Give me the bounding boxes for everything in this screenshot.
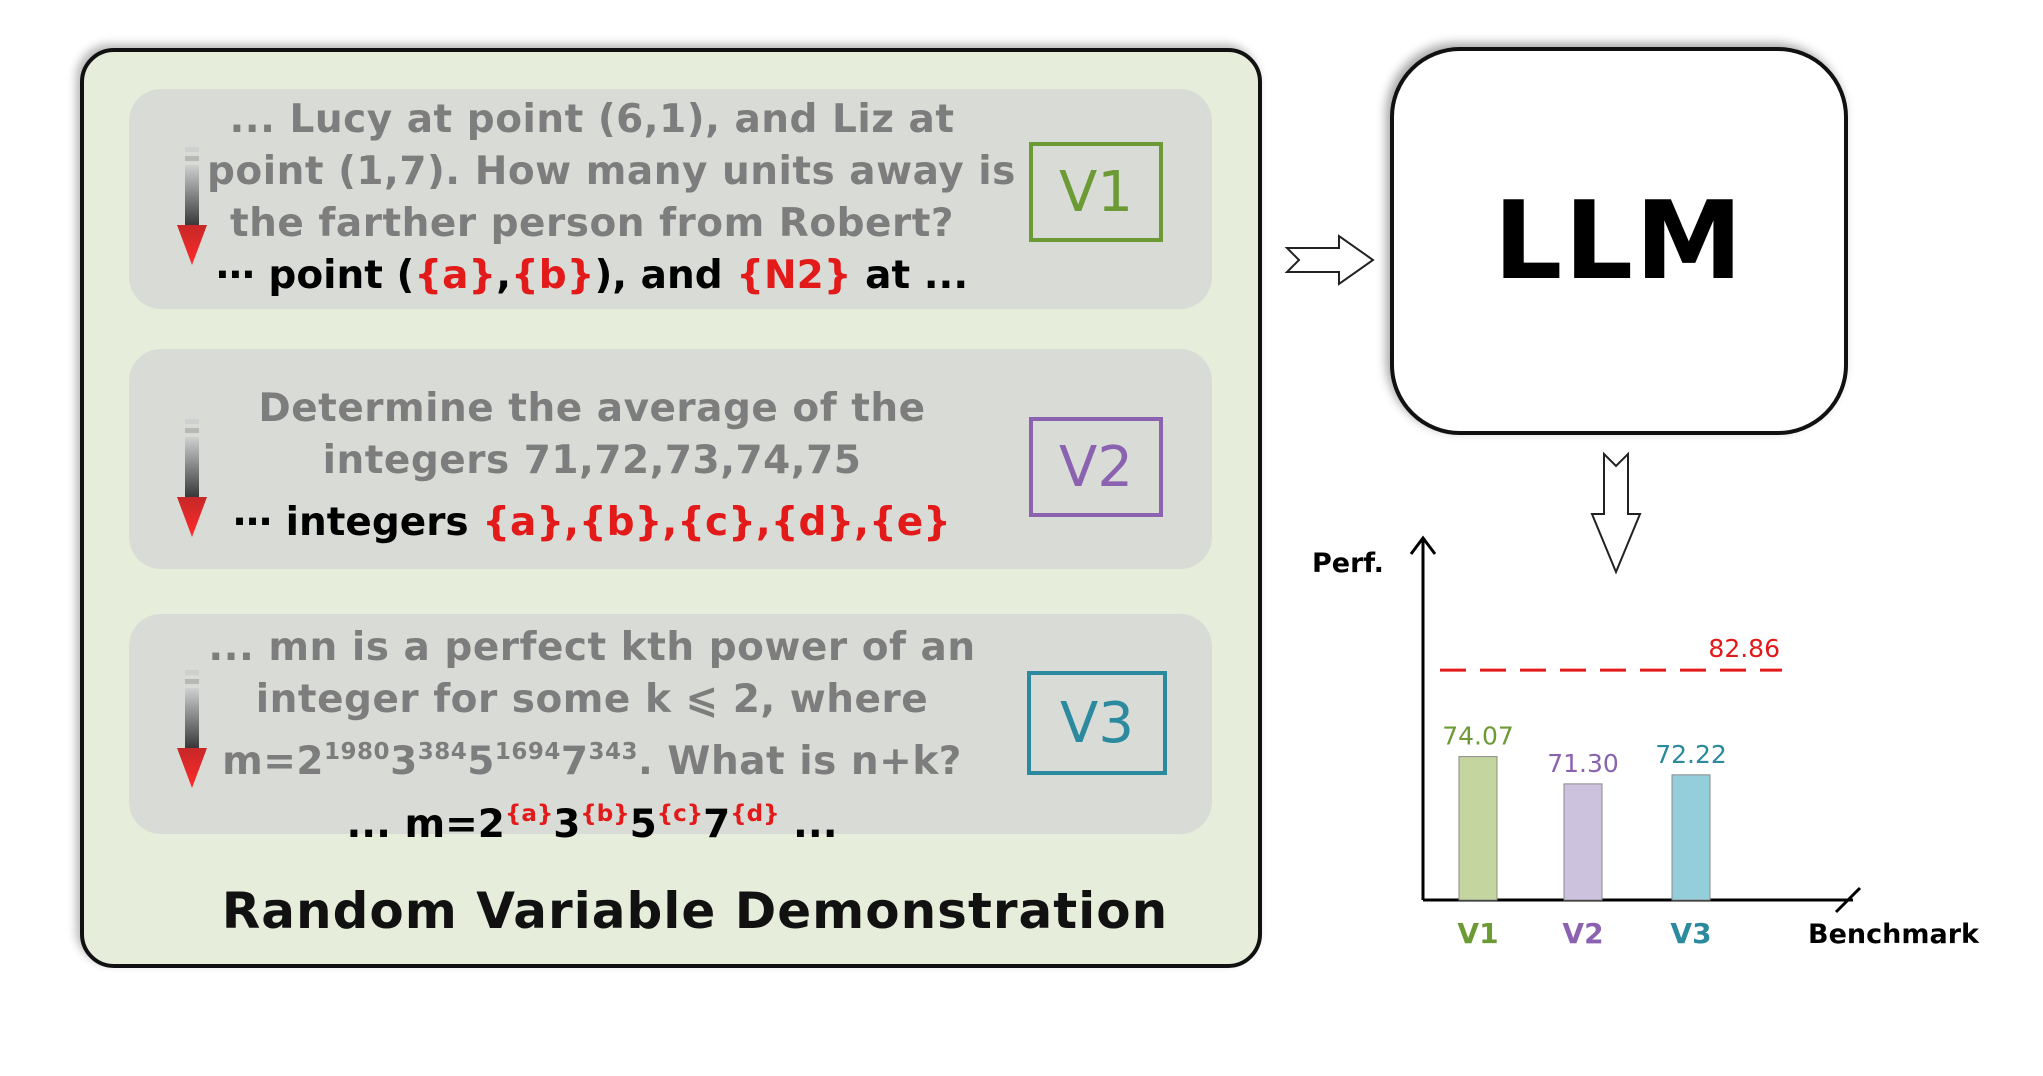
variable-b: {b} xyxy=(511,253,595,298)
math-text: m=2 xyxy=(222,739,325,784)
llm-box: LLM xyxy=(1390,47,1848,435)
template-text: 7 xyxy=(703,802,731,847)
original-question-line: Determine the average of the xyxy=(258,386,926,431)
exponent: 343 xyxy=(588,739,639,765)
right-arrow-icon xyxy=(1284,234,1375,286)
template-text: , xyxy=(662,500,678,545)
bar-v2 xyxy=(1563,783,1603,901)
original-question-line: ... Lucy at point (6,1), and Liz at xyxy=(229,97,955,142)
template-text: at ... xyxy=(851,253,969,298)
variable-c: {c} xyxy=(677,500,756,545)
panel-title: Random Variable Demonstration xyxy=(221,882,1169,940)
template-text: ⋯ point ( xyxy=(215,253,415,298)
variable-d: {d} xyxy=(770,500,855,545)
reference-line-label: 82.86 xyxy=(1708,634,1780,663)
variable-a: {a} xyxy=(504,801,554,827)
exponent: 384 xyxy=(417,739,468,765)
x-axis-label: Benchmark xyxy=(1808,919,1980,950)
variable-c: {c} xyxy=(656,801,704,827)
variable-n2: {N2} xyxy=(736,253,852,298)
down-arrow-icon xyxy=(177,419,207,537)
down-arrow-icon xyxy=(177,670,207,788)
bar-value-label: 74.07 xyxy=(1442,722,1514,751)
original-question-line: ... mn is a perfect kth power of an xyxy=(208,625,976,670)
down-arrow-icon xyxy=(177,147,207,265)
original-question-line: point (1,7). How many units away is xyxy=(207,149,1016,194)
variable-d: {d} xyxy=(730,801,780,827)
template-text: , xyxy=(564,500,579,545)
math-text: 7 xyxy=(560,739,589,784)
variable-e: {e} xyxy=(868,500,951,545)
original-question-line: integer for some k ⩽ 2, where xyxy=(255,677,929,722)
variable-a: {a} xyxy=(482,500,565,545)
y-axis-arrowhead xyxy=(1409,535,1437,555)
template-text: , xyxy=(496,253,512,298)
variable-a: {a} xyxy=(414,253,497,298)
x-tick-label: V2 xyxy=(1562,917,1603,950)
bar-v3 xyxy=(1671,774,1711,901)
x-axis-end-mark xyxy=(1834,886,1862,914)
variable-b: {b} xyxy=(580,801,630,827)
x-tick-label: V3 xyxy=(1670,917,1711,950)
template-text: ... m=2 xyxy=(346,802,505,847)
math-text: 3 xyxy=(390,739,418,784)
variant-card-v1: ... Lucy at point (6,1), and Liz at poin… xyxy=(129,89,1212,309)
template-text: , xyxy=(854,500,869,545)
exponent: 1980 xyxy=(324,739,391,765)
variant-label-v3: V3 xyxy=(1027,671,1167,775)
variant-label-v2: V2 xyxy=(1029,417,1163,517)
template-line: ⋯ point ({a},{b}), and {N2} at ... xyxy=(207,250,977,302)
original-question-line: m=219803384516947343. What is n+k? xyxy=(207,726,977,788)
y-axis-label: Perf. xyxy=(1312,548,1384,579)
template-line: ⋯ integers {a},{b},{c},{d},{e} xyxy=(207,497,977,549)
bar-v1 xyxy=(1458,756,1498,901)
template-text: ), and xyxy=(594,253,737,298)
exponent: 1694 xyxy=(494,739,561,765)
template-text: 3 xyxy=(553,802,581,847)
bar-value-label: 72.22 xyxy=(1655,740,1727,769)
template-line: ... m=2{a}3{b}5{c}7{d} ... xyxy=(207,788,977,851)
template-text: ⋯ integers xyxy=(233,500,483,545)
template-text: 5 xyxy=(629,802,657,847)
x-tick-label: V1 xyxy=(1457,917,1498,950)
original-question-line: the farther person from Robert? xyxy=(230,201,954,246)
variant-label-v1: V1 xyxy=(1029,142,1163,242)
random-variable-panel: ... Lucy at point (6,1), and Liz at poin… xyxy=(80,48,1262,968)
template-text: ... xyxy=(779,802,838,847)
template-text: , xyxy=(755,500,771,545)
original-question-line: integers 71,72,73,74,75 xyxy=(322,438,862,483)
down-arrow-outline-icon xyxy=(1590,451,1642,575)
variant-card-v3: ... mn is a perfect kth power of an inte… xyxy=(129,614,1212,847)
math-text: 5 xyxy=(467,739,495,784)
variant-card-v2: Determine the average of the integers 71… xyxy=(129,349,1212,569)
math-text: . What is n+k? xyxy=(638,739,962,784)
variable-b: {b} xyxy=(578,500,663,545)
bar-value-label: 71.30 xyxy=(1547,749,1619,778)
